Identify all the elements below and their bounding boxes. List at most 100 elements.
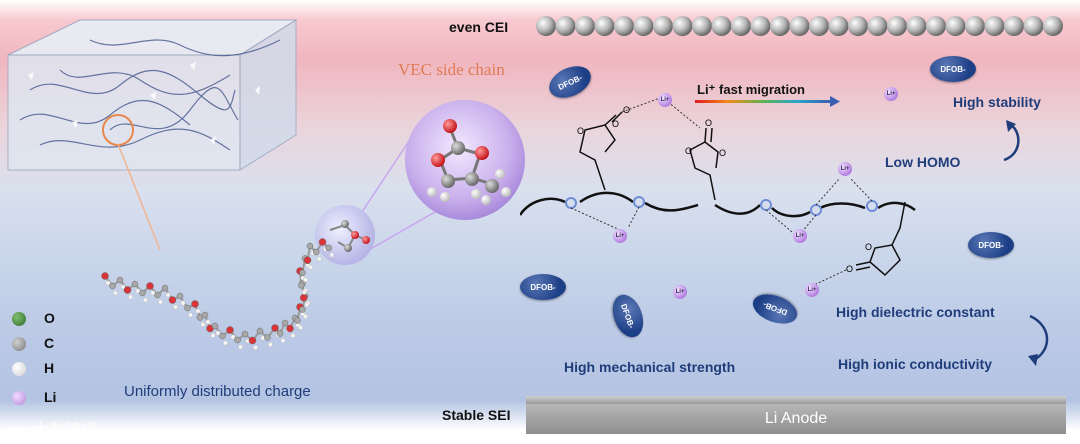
dfob-anion: DFOB-: [930, 56, 976, 82]
chain-hydrogen: [298, 325, 303, 330]
svg-text:O: O: [846, 264, 853, 274]
chain-atom: [281, 319, 289, 327]
cei-sphere: [809, 16, 829, 36]
li-ion: Li+: [793, 229, 807, 243]
chain-hydrogen: [113, 290, 118, 296]
cei-sphere: [594, 16, 615, 36]
dfob-anion: DFOB-: [520, 274, 566, 300]
cei-sphere: [945, 16, 966, 36]
svg-text:O: O: [685, 146, 692, 156]
chain-hydrogen: [205, 319, 211, 325]
cei-sphere: [1043, 16, 1063, 36]
chain-hydrogen: [303, 277, 308, 283]
chain-atom: [139, 289, 146, 297]
chain-atom: [154, 291, 161, 299]
chain-atom: [264, 334, 271, 341]
legend-label-li: Li: [44, 389, 57, 405]
chain-atom: [234, 336, 241, 344]
chain-hydrogen: [238, 344, 243, 350]
chain-hydrogen: [200, 322, 206, 327]
legend-dot-c: [12, 337, 26, 351]
chain-hydrogen: [128, 294, 133, 300]
cei-sphere: [848, 16, 868, 36]
low-homo-label: Low HOMO: [885, 154, 961, 170]
chain-atom: [241, 330, 249, 338]
cei-sphere: [828, 16, 849, 36]
chain-hydrogen: [195, 308, 201, 314]
chain-hydrogen: [105, 280, 111, 286]
vec-side-chain-label: VEC side chain: [398, 60, 505, 79]
chain-atom: [101, 272, 109, 280]
chain-hydrogen: [215, 330, 221, 336]
chain-atom: [276, 330, 284, 337]
chain-atom: [256, 327, 264, 335]
high-mechanical-label: High mechanical strength: [564, 359, 736, 375]
chain-hydrogen: [290, 333, 296, 338]
cei-sphere: [614, 16, 634, 36]
chain-atom: [299, 269, 306, 276]
cei-sphere: [575, 16, 595, 36]
chain-atom: [201, 311, 209, 319]
chain-atom: [298, 282, 305, 289]
watermark-logo: ↄ∞: [8, 422, 29, 439]
chain-atom: [226, 326, 234, 334]
chain-atom: [109, 282, 116, 290]
cei-sphere: [1023, 16, 1044, 36]
uniform-charge-label: Uniformly distributed charge: [124, 383, 311, 400]
legend-dot-li: [12, 391, 26, 405]
chain-hydrogen: [316, 256, 322, 262]
high-stability-label: High stability: [953, 94, 1041, 110]
chain-atom: [325, 244, 332, 252]
watermark-text: 大数跨境: [32, 422, 97, 439]
li-ion: Li+: [613, 229, 627, 243]
chain-atom: [306, 242, 314, 250]
chain-atom: [286, 324, 294, 333]
cei-sphere: [536, 16, 556, 36]
chain-atom: [271, 324, 279, 332]
chain-hydrogen: [301, 289, 307, 295]
polymer-electrolyte-structure: O O O O O O O O: [520, 96, 916, 285]
chain-hydrogen: [143, 297, 148, 303]
chain-atom: [318, 238, 327, 246]
chain-atom: [123, 286, 132, 294]
chain-atom: [184, 304, 191, 312]
chain-hydrogen: [210, 333, 216, 338]
cei-sphere: [633, 16, 654, 36]
sei-label: Stable SEI: [442, 407, 511, 423]
cei-label: even CEI: [449, 19, 509, 35]
li-ion: Li+: [805, 283, 819, 297]
legend-label-h: H: [44, 360, 55, 376]
li-ion: Li+: [884, 87, 898, 101]
svg-text:O: O: [612, 119, 619, 129]
cei-sphere: [906, 16, 927, 36]
chain-hydrogen: [165, 292, 171, 298]
cei-sphere: [672, 16, 693, 36]
legend-label-c: C: [44, 335, 55, 351]
cei-sphere: [965, 16, 985, 36]
migration-label: Li⁺ fast migration: [697, 82, 805, 97]
cei-sphere: [984, 16, 1005, 36]
chain-hydrogen: [280, 338, 286, 343]
chain-hydrogen: [180, 300, 186, 306]
chain-atom: [248, 336, 257, 345]
polymer-chain-model: [101, 238, 335, 350]
chain-atom: [300, 294, 308, 302]
vec-zoom: [315, 100, 525, 265]
li-ion: Li+: [658, 93, 672, 107]
chain-atom: [146, 282, 154, 290]
cei-sphere: [867, 16, 888, 36]
cei-sphere: [731, 16, 751, 36]
chain-atom: [131, 280, 139, 288]
curved-arrow-icon: [1003, 120, 1020, 162]
cei-sphere: [789, 16, 810, 36]
chain-hydrogen: [329, 252, 335, 258]
chain-atom: [191, 300, 199, 308]
li-anode: Li Anode: [526, 404, 1066, 434]
chain-atom: [211, 322, 219, 330]
li-ion: Li+: [838, 162, 852, 176]
svg-text:O: O: [577, 126, 584, 136]
chain-atom: [168, 296, 177, 304]
chain-atom: [161, 284, 169, 292]
cei-sphere: [770, 16, 790, 36]
